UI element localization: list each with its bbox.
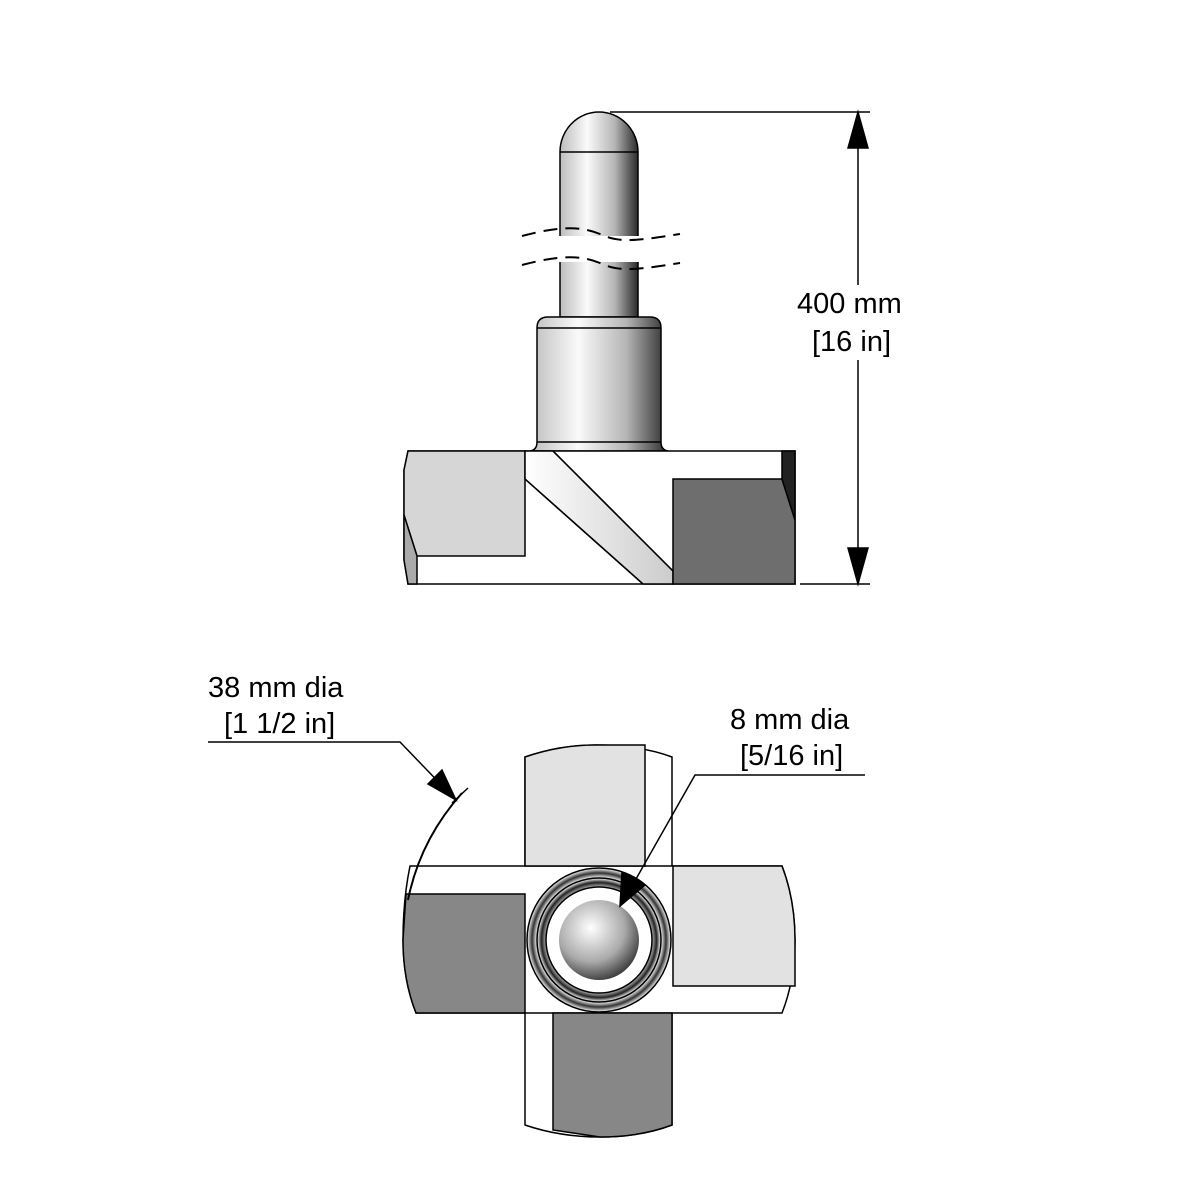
pin-diameter-metric-label: 8 mm dia	[730, 704, 850, 736]
base-right-chamfer	[781, 450, 796, 521]
right-arm-face	[672, 865, 796, 987]
base-left-face	[403, 450, 526, 557]
left-arm-face	[402, 893, 526, 1014]
top-arm-face	[524, 744, 646, 867]
base-left-chamfer	[403, 514, 418, 585]
outer-diameter-arc	[407, 792, 463, 901]
arrow-up-icon	[847, 109, 869, 149]
height-metric-label: 400 mm	[797, 288, 902, 320]
outer-diameter-leader	[208, 741, 469, 804]
height-imperial-label: [16 in]	[812, 326, 891, 358]
pin-diameter-leader	[619, 774, 865, 908]
pin-shaft	[559, 111, 639, 318]
outer-diameter-imperial-label: [1 1/2 in]	[224, 708, 336, 740]
top-view	[402, 744, 796, 1138]
break-line-upper	[521, 227, 681, 242]
bottom-arm-face	[552, 1012, 673, 1138]
leader-arrow-icon	[426, 768, 458, 802]
pin-tip	[559, 900, 639, 980]
base-right-face	[672, 478, 796, 585]
collar	[529, 316, 669, 452]
break-line-lower	[521, 256, 681, 271]
arrow-down-icon	[847, 547, 869, 587]
pin-diameter-imperial-label: [5/16 in]	[740, 740, 844, 772]
front-view	[403, 111, 796, 585]
leader-arrow-icon	[619, 870, 647, 908]
outer-diameter-metric-label: 38 mm dia	[208, 672, 344, 704]
